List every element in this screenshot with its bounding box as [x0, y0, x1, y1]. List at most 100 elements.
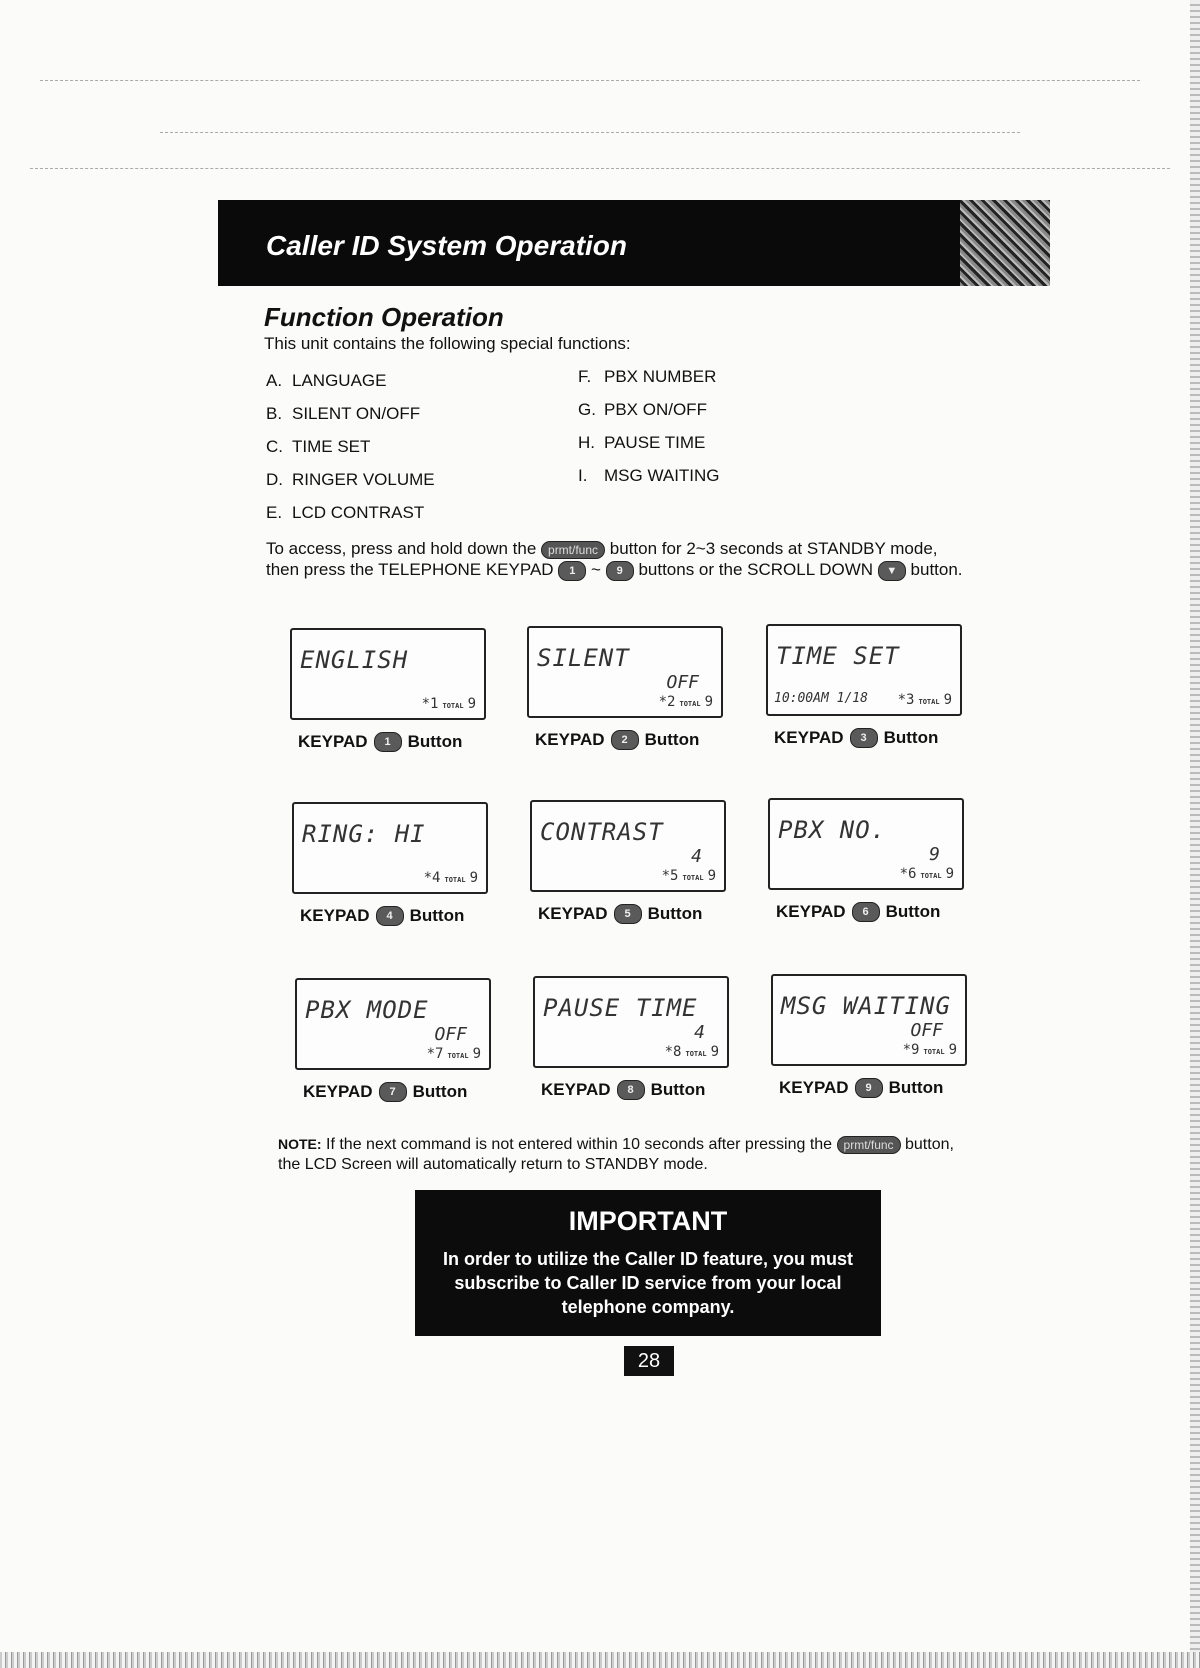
function-letter: G. — [578, 400, 596, 419]
lcd-index-number: *6 — [899, 866, 917, 882]
caption-keypad: KEYPAD — [776, 902, 846, 921]
caption-keypad: KEYPAD — [774, 728, 844, 747]
important-box: IMPORTANT In order to utilize the Caller… — [415, 1190, 881, 1336]
keypad-button-icon: 8 — [616, 1080, 645, 1100]
lcd-value: OFF — [910, 1020, 943, 1041]
lcd-total-number: 9 — [948, 1042, 957, 1058]
keypad-1-button-icon: 1 — [558, 560, 587, 581]
function-label: PBX ON/OFF — [604, 400, 707, 419]
scan-artifact — [30, 168, 1170, 170]
lcd-datetime: 10:00AM 1/18 — [774, 691, 868, 706]
access-text: To access, press and hold down the — [266, 539, 537, 558]
lcd-main-text: PBX NO. — [778, 816, 887, 844]
lcd-total-number: 9 — [943, 692, 952, 708]
lcd-index-number: *7 — [426, 1046, 444, 1062]
lcd-total-label: TOTAL — [923, 1048, 945, 1056]
note-text: button, the LCD Screen will automaticall… — [278, 1136, 954, 1173]
lcd-index-number: *9 — [902, 1042, 920, 1058]
keypad-button-icon: 5 — [613, 904, 642, 924]
function-list-right: F.PBX NUMBER G.PBX ON/OFF H.PAUSE TIME I… — [578, 360, 720, 492]
note-label: NOTE: — [278, 1136, 322, 1152]
caption-keypad: KEYPAD — [298, 732, 368, 751]
function-label: MSG WAITING — [604, 466, 720, 485]
function-label: RINGER VOLUME — [292, 470, 435, 489]
section-title: Function Operation — [264, 302, 504, 332]
lcd-total-number: 9 — [472, 1046, 481, 1062]
function-letter: F. — [578, 367, 592, 386]
function-letter: A. — [266, 371, 283, 390]
function-item: B.SILENT ON/OFF — [266, 397, 435, 430]
scan-edge-noise — [0, 1652, 1200, 1668]
access-text: button for 2~3 seconds at STANDBY mode, … — [266, 539, 938, 579]
function-item: D. RINGER VOLUME — [266, 463, 435, 496]
lcd-index-number: *5 — [661, 868, 679, 884]
lcd-total-number: 9 — [945, 866, 954, 882]
function-label: PBX NUMBER — [604, 367, 717, 386]
scan-artifact — [40, 80, 1140, 82]
scroll-down-button-icon: ▼ — [877, 560, 906, 581]
lcd-value: OFF — [666, 672, 699, 693]
caption-button: Button — [883, 728, 939, 747]
lcd-index-number: *4 — [423, 870, 441, 886]
keypad-button-icon: 2 — [610, 730, 639, 750]
lcd-total-label: TOTAL — [682, 874, 704, 882]
lcd-index-number: *2 — [658, 694, 676, 710]
lcd-value: 4 — [694, 1022, 705, 1043]
function-item: H.PAUSE TIME — [578, 426, 720, 459]
caption-keypad: KEYPAD — [300, 906, 370, 925]
keypad-caption: KEYPAD 2 Button — [527, 730, 727, 750]
lcd-total-label: TOTAL — [918, 698, 940, 706]
function-list-left: A.LANGUAGE B.SILENT ON/OFF C.TIME SET D.… — [266, 364, 435, 529]
caption-keypad: KEYPAD — [541, 1080, 611, 1099]
lcd-main-text: CONTRAST — [540, 818, 664, 846]
lcd-total-label: TOTAL — [920, 872, 942, 880]
function-item: F. PBX NUMBER — [578, 360, 720, 393]
caption-button: Button — [412, 1082, 468, 1101]
section-header-bar: Caller ID System Operation — [218, 200, 1050, 286]
function-item: A. LANGUAGE — [266, 364, 435, 397]
function-label: TIME SET — [292, 437, 371, 456]
function-letter: E. — [266, 503, 283, 522]
lcd-total-label: TOTAL — [444, 876, 466, 884]
lcd-total-label: TOTAL — [685, 1050, 707, 1058]
function-letter: D. — [266, 470, 283, 489]
lcd-total-number: 9 — [710, 1044, 719, 1060]
scan-artifact — [160, 132, 1020, 134]
lcd-value: 9 — [929, 844, 940, 865]
function-label: LANGUAGE — [292, 371, 387, 390]
lcd-index-number: *8 — [664, 1044, 682, 1060]
caption-button: Button — [644, 730, 700, 749]
prog-func-button-icon: prmt/func — [541, 540, 606, 559]
keypad-button-icon: 1 — [373, 732, 402, 752]
lcd-main-text: PBX MODE — [305, 996, 429, 1024]
lcd-main-text: MSG WAITING — [781, 992, 951, 1020]
lcd-total-number: 9 — [704, 694, 713, 710]
caption-button: Button — [885, 902, 941, 921]
access-instructions: To access, press and hold down the prmt/… — [266, 538, 966, 581]
keypad-9-button-icon: 9 — [605, 560, 634, 581]
caption-keypad: KEYPAD — [535, 730, 605, 749]
caption-button: Button — [888, 1078, 944, 1097]
function-item: E.LCD CONTRAST — [266, 496, 435, 529]
